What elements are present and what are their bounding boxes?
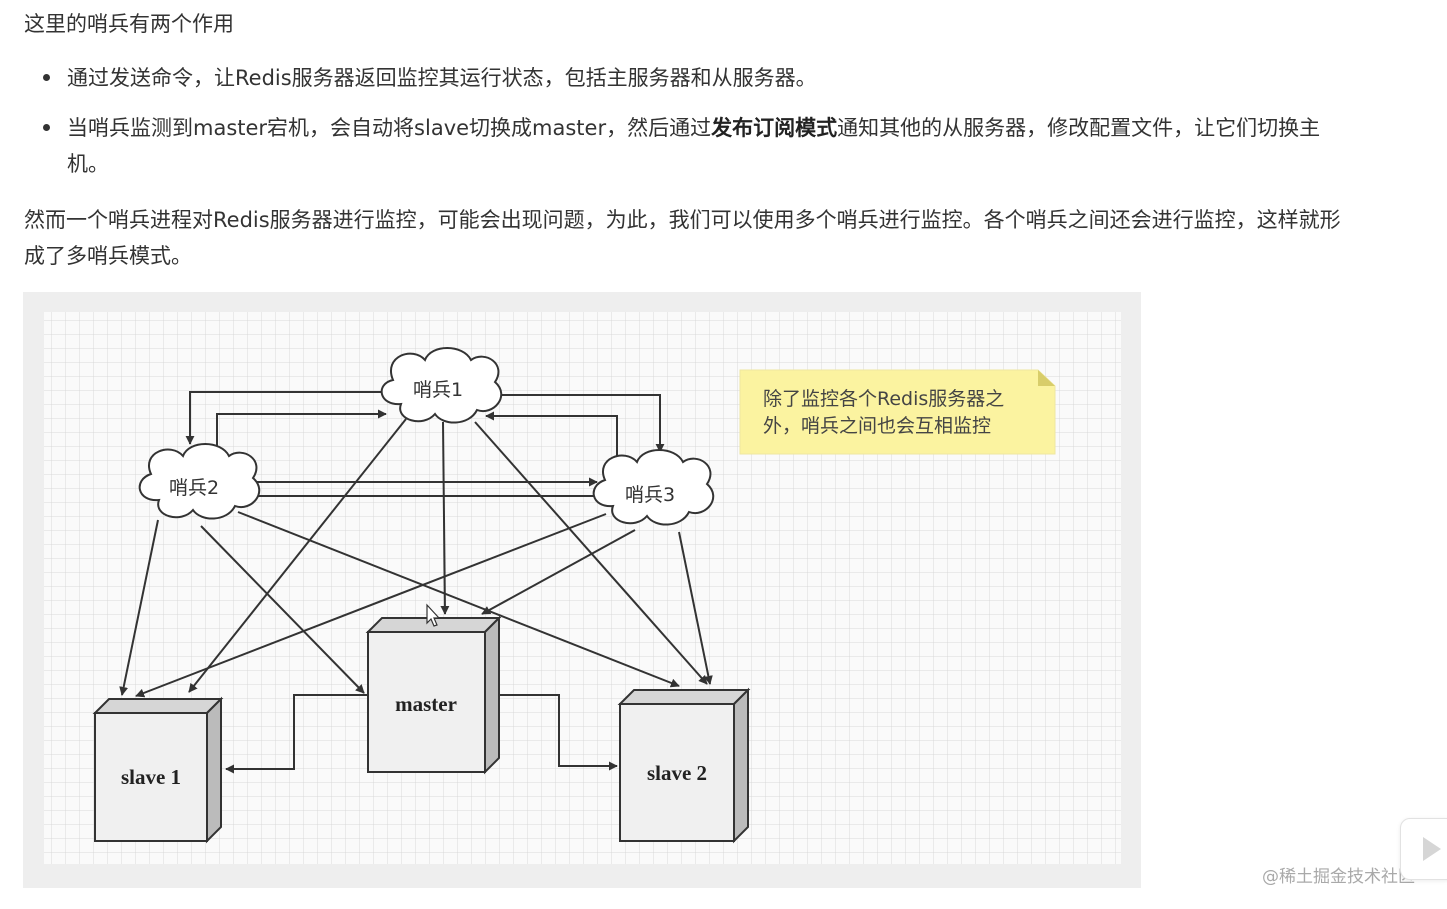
diagram-canvas: 除了监控各个Redis服务器之 外，哨兵之间也会互相监控 xyxy=(44,312,1121,864)
note-callout: 除了监控各个Redis服务器之 外，哨兵之间也会互相监控 xyxy=(739,369,1056,455)
arrow-s1-slave1 xyxy=(188,418,407,693)
arrow-s2-master xyxy=(200,525,365,694)
multi-sentinel-paragraph: 然而一个哨兵进程对Redis服务器进行监控，可能会出现问题，为此，我们可以使用多… xyxy=(24,208,1341,268)
slave2-label: slave 2 xyxy=(647,761,707,785)
arrow-s1-s3 xyxy=(486,394,665,453)
list-item: 通过发送命令，让Redis服务器返回监控其运行状态，包括主服务器和从服务器。 xyxy=(24,60,1354,96)
arrow-s2-slave2 xyxy=(237,511,680,688)
replication-arrows xyxy=(225,694,618,774)
mouse-cursor-icon xyxy=(426,603,441,627)
sentinel-2-cloud xyxy=(138,443,261,520)
arrow-s2-s1 xyxy=(216,409,387,450)
sentinel-diagram: 除了监控各个Redis服务器之 外，哨兵之间也会互相监控 xyxy=(23,292,1141,888)
note-line-2: 外，哨兵之间也会互相监控 xyxy=(763,415,991,437)
sentinel-3-cloud xyxy=(592,449,715,526)
bullet-icon xyxy=(43,124,50,131)
sentinel-3-label: 哨兵3 xyxy=(625,484,675,506)
monitor-arrows xyxy=(119,418,713,698)
intro-paragraph: 这里的哨兵有两个作用 xyxy=(24,12,234,36)
note-line-1: 除了监控各个Redis服务器之 xyxy=(763,388,1004,410)
arrow-s3-slave2 xyxy=(678,531,713,685)
arrow-s1-master xyxy=(440,421,450,615)
slave2-box xyxy=(617,687,751,844)
sentinel-2-label: 哨兵2 xyxy=(169,477,219,499)
master-label: master xyxy=(395,692,457,716)
sentinel-clouds xyxy=(138,347,715,526)
slave1-box xyxy=(92,696,224,844)
bullet-bold: 发布订阅模式 xyxy=(711,116,838,140)
sentinel-mutual-arrows xyxy=(185,391,665,501)
sentinel-roles-list: 通过发送命令，让Redis服务器返回监控其运行状态，包括主服务器和从服务器。 当… xyxy=(24,60,1354,196)
arrow-s1-s2 xyxy=(185,391,386,445)
sentinel-1-cloud xyxy=(380,347,503,424)
bullet-text: 当哨兵监测到master宕机，会自动将slave切换成master，然后通过 xyxy=(67,116,712,140)
site-watermark: @稀土掘金技术社区 xyxy=(1262,867,1415,887)
arrow-s2-slave1 xyxy=(119,519,159,696)
side-float-button[interactable] xyxy=(1400,818,1447,880)
master-box xyxy=(365,615,502,775)
arrow-master-slave1 xyxy=(225,694,368,774)
arrow-master-slave2 xyxy=(499,694,618,771)
arrow-s3-master xyxy=(481,529,636,615)
bullet-text-after: 通知其他的从服务器，修改配置文件，让它们切换主机。 xyxy=(67,116,1321,176)
list-item: 当哨兵监测到master宕机，会自动将slave切换成master，然后通过发布… xyxy=(24,110,1354,182)
slave1-label: slave 1 xyxy=(121,765,181,789)
bullet-text: 通过发送命令，让Redis服务器返回监控其运行状态，包括主服务器和从服务器。 xyxy=(67,66,817,90)
play-icon xyxy=(1423,837,1441,861)
arrow-s3-slave1 xyxy=(135,513,607,698)
bullet-icon xyxy=(43,74,50,81)
arrow-s1-slave2 xyxy=(474,421,708,685)
sentinel-1-label: 哨兵1 xyxy=(413,379,463,401)
arrow-s3-s1 xyxy=(485,411,618,459)
